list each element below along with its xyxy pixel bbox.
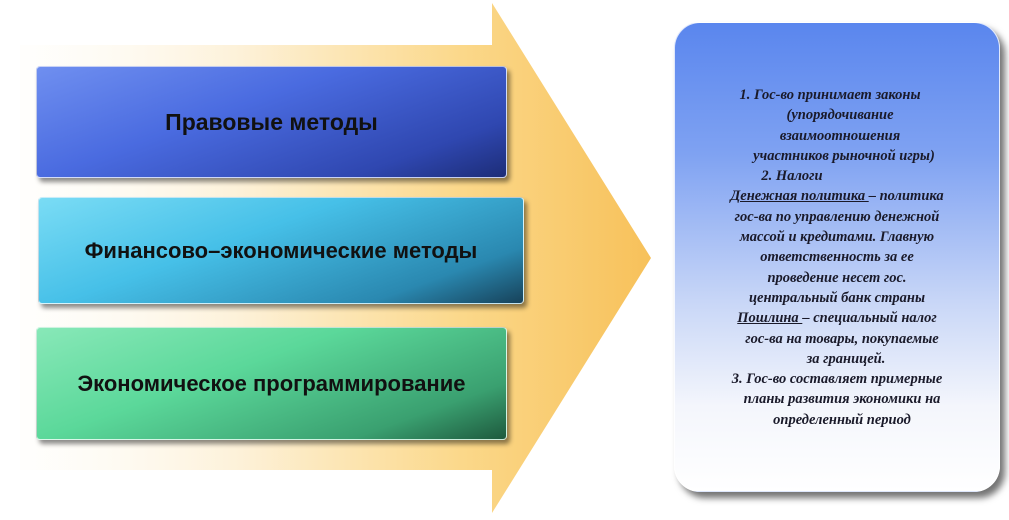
item1-line: 1. Гос-во принимает законы xyxy=(739,87,921,103)
duty-line: за границей. xyxy=(806,350,886,367)
method-label-programming: Экономическое программирование xyxy=(77,370,466,396)
item1-line: (упорядочивание xyxy=(786,107,894,124)
item3-line: определенный период xyxy=(773,411,911,428)
duty-def: – специальный налог xyxy=(802,310,937,327)
money-line: ответственность за ее xyxy=(760,249,914,266)
item3-line: 3. Гос-во составляет примерные xyxy=(731,371,943,388)
method-box-financial: Финансово–экономические методы xyxy=(38,197,524,304)
money-line: массой и кредитами. Главную xyxy=(739,229,935,246)
item3-line: планы развития экономики на xyxy=(743,391,941,408)
money-policy-term: Денежная политика xyxy=(730,188,869,205)
duty-line: гос-ва на товары, покупаемые xyxy=(745,330,939,347)
money-line: гос-ва по управлению денежной xyxy=(734,208,940,225)
money-policy-def: – политика xyxy=(868,188,944,205)
duty-term: Пошлина xyxy=(737,310,803,327)
item1-line: взаимоотношения xyxy=(779,127,901,144)
money-line: центральный банк страны xyxy=(748,289,926,306)
item2-line: 2. Налоги xyxy=(761,168,823,185)
duty-line: Пошлина – специальный налог xyxy=(675,308,999,328)
info-text: 1. Гос-во принимает законы (упорядочиван… xyxy=(675,85,999,430)
info-panel: 1. Гос-во принимает законы (упорядочиван… xyxy=(674,22,1000,492)
method-label-financial: Финансово–экономические методы xyxy=(84,237,478,263)
money-line: проведение несет гос. xyxy=(767,269,907,286)
method-box-legal: Правовые методы xyxy=(36,66,507,178)
method-box-programming: Экономическое программирование xyxy=(36,327,507,440)
method-label-legal: Правовые методы xyxy=(165,108,378,135)
money-policy-line: Денежная политика – политика xyxy=(675,186,999,206)
item1-line: участников рыночной игры) xyxy=(753,147,935,164)
